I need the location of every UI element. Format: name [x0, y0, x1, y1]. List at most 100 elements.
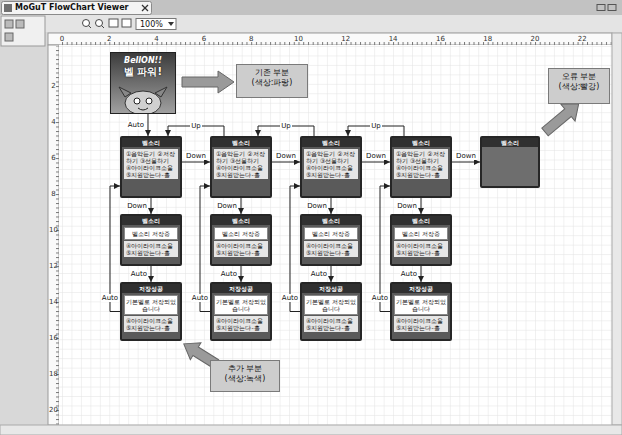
connector-label: Down — [306, 202, 328, 210]
ruler-number: 18 — [49, 370, 58, 378]
node-text: (색상:빨강) — [551, 82, 607, 92]
flow-connector — [272, 162, 300, 163]
ruler-number: 14 — [49, 298, 58, 306]
node-text: 저장성공 — [392, 284, 450, 293]
connector-label: Up — [370, 122, 382, 130]
phone-screen: 벨소리벨소리 저장중④아이라이크소울 ⑤지원받는다-홀 — [120, 214, 182, 266]
flow-connector — [362, 162, 390, 163]
node-text: ①음악듣기 ②저장하기 ③선물하기 ④아이라이크소울 ⑤지원받는다-홀 — [214, 149, 268, 179]
connector-label: Down — [275, 152, 297, 160]
ruler-number: 18 — [483, 35, 492, 43]
ruler-number: 10 — [49, 226, 58, 234]
left-ruler — [48, 45, 59, 425]
flow-connector — [452, 162, 480, 163]
connector-label: Down — [455, 152, 477, 160]
zoom-icon — [89, 26, 92, 29]
ruler-number: 4 — [51, 118, 55, 126]
node-text: ④아이라이크소울 ⑤지원받는다-홀 — [124, 241, 178, 257]
scrollbar — [0, 425, 622, 435]
phone-screen: 벨소리 ①음악듣기 ②저장하기 ③선물하기 ④아이라이크소울 ⑤지원받는다-홀 — [210, 136, 272, 198]
node-text: 벨소리 — [392, 138, 450, 147]
title-bar — [0, 0, 622, 15]
callout-arrow — [182, 71, 234, 93]
fit-icon — [109, 19, 118, 27]
node-text: 오류 부분 — [551, 72, 607, 82]
phone-screen: 벨소리벨소리 저장중④아이라이크소울 ⑤지원받는다-홀 — [210, 214, 272, 266]
phone-screen: 벨소리①음악듣기 ②저장하기 ③선물하기 ④아이라이크소울 ⑤지원받는다-홀 — [120, 136, 182, 198]
fit-icon — [122, 19, 131, 27]
node-text: (색상:파랑) — [239, 78, 305, 88]
node-text: ④아이라이크소울 ⑤지원받는다-홀 — [304, 241, 358, 257]
mascot-picture — [111, 79, 175, 113]
ruler-ticks — [59, 33, 612, 45]
node-text: 벨소리 저장중 — [304, 227, 358, 240]
mascot-eye — [134, 98, 140, 104]
callout-box: 기존 부분(색상:파랑) — [236, 64, 308, 98]
connector-label: Auto — [127, 121, 145, 129]
node-text: 벨소리 저장중 — [124, 227, 178, 240]
node-text: 벨소리 저장중 — [214, 227, 268, 240]
zoom-icon — [102, 26, 105, 29]
phone-screen: 저장성공기본벨로 저장되었습니다④아이라이크소울 ⑤지원받는다-홀 — [300, 282, 362, 341]
connector-label: Down — [396, 202, 418, 210]
node-text: 기본벨로 저장되었습니다 — [304, 295, 358, 315]
flow-connector — [241, 198, 242, 214]
palette-icon — [5, 20, 13, 28]
ruler-number: 4 — [154, 35, 158, 43]
toolbar — [0, 15, 622, 32]
connector-label: Down — [216, 202, 238, 210]
connector-label: Auto — [220, 270, 238, 278]
zoom-icon — [96, 20, 103, 27]
flow-connector — [421, 198, 422, 214]
node-text: ④아이라이크소울 ⑤지원받는다-홀 — [214, 241, 268, 257]
connector-label: Auto — [191, 294, 209, 302]
node-text: 저장성공 — [302, 284, 360, 293]
palette-icon — [16, 20, 24, 28]
ruler-number: 0 — [60, 35, 64, 43]
node-text: 저장성공 — [122, 284, 180, 293]
phone-screen: 벨소리①음악듣기 ②저장하기 ③선물하기 ④아이라이크소울 ⑤지원받는다-홀 — [300, 136, 362, 198]
phone-screen: 저장성공기본벨로 저장되었습니다④아이라이크소울 ⑤지원받는다-홀 — [120, 282, 182, 341]
node-text: 벨소리 — [122, 138, 180, 147]
ruler-number: 8 — [249, 35, 253, 43]
connector-label: Up — [280, 122, 292, 130]
node-text: 기본벨로 저장되었습니다 — [394, 295, 448, 315]
phone-screen: 벨소리벨소리 저장중④아이라이크소울 ⑤지원받는다-홀 — [390, 214, 452, 266]
ruler-number: 2 — [107, 35, 111, 43]
connector-label: Down — [185, 152, 207, 160]
close-mark — [142, 5, 148, 11]
node-text: ④아이라이크소울 ⑤지원받는다-홀 — [214, 316, 268, 332]
zoom-combo — [136, 19, 176, 30]
combo-arrow — [168, 22, 174, 26]
node-text: ①음악듣기 ②저장하기 ③선물하기 ④아이라이크소울 ⑤지원받는다-홀 — [304, 149, 358, 179]
flow-connector — [151, 198, 152, 214]
ruler-number: 6 — [51, 154, 55, 162]
node-text: ④아이라이크소울 ⑤지원받는다-홀 — [304, 316, 358, 332]
node-text: 벨소리 — [302, 216, 360, 225]
error-screen: 벨소리 — [480, 136, 540, 188]
ruler-number: 8 — [51, 190, 55, 198]
ruler-number: 12 — [49, 262, 58, 270]
phone-screen: 벨소리벨소리 저장중④아이라이크소울 ⑤지원받는다-홀 — [300, 214, 362, 266]
node-text: 저장성공 — [212, 284, 270, 293]
connector-label: Auto — [400, 270, 418, 278]
ruler-number: 16 — [49, 334, 58, 342]
view-tab — [2, 2, 152, 15]
mascot-ear — [155, 87, 167, 97]
top-ruler — [48, 33, 612, 45]
ruler-number: 2 — [51, 82, 55, 90]
flow-connector — [182, 162, 210, 163]
node-text: 벨소리 — [212, 138, 270, 147]
node-text: ①음악듣기 ②저장하기 ③선물하기 ④아이라이크소울 ⑤지원받는다-홀 — [394, 149, 448, 179]
flow-connector — [151, 266, 152, 282]
phone-screen: 저장성공기본벨로 저장되었습니다④아이라이크소울 ⑤지원받는다-홀 — [390, 282, 452, 341]
flow-connector — [331, 198, 332, 214]
connector-label: Auto — [281, 294, 299, 302]
node-text: 벨소리 — [212, 216, 270, 225]
flow-connector — [331, 266, 332, 282]
ruler-ticks — [48, 46, 59, 425]
phone-screen: 저장성공기본벨로 저장되었습니다④아이라이크소울 ⑤지원받는다-홀 — [210, 282, 272, 341]
node-text: 기본벨로 저장되었습니다 — [214, 295, 268, 315]
callout-box: 오류 부분(색상:빨강) — [548, 68, 610, 104]
